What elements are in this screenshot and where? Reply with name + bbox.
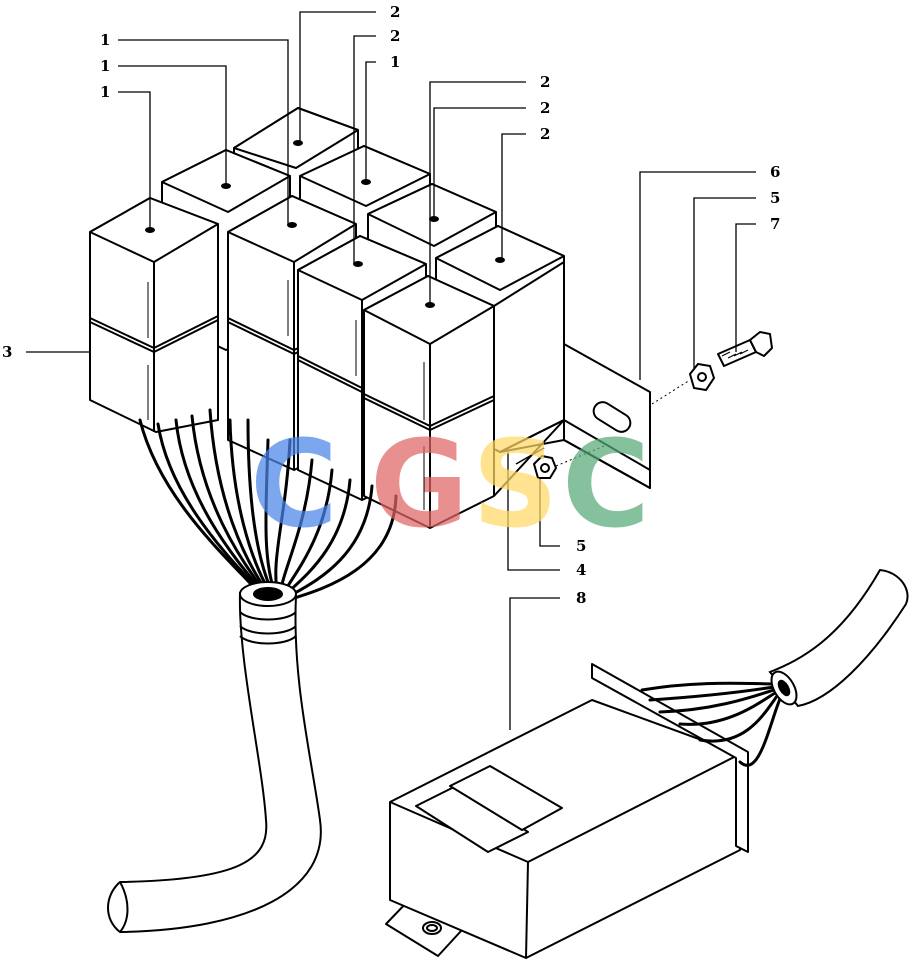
control-unit	[385, 663, 749, 959]
nut-upper	[688, 362, 716, 392]
callout-4: 4	[576, 561, 586, 579]
relay-block-assembly	[89, 107, 565, 529]
callout-1: 1	[100, 83, 110, 101]
control-unit-sleeve	[768, 568, 909, 708]
bolt	[717, 331, 773, 367]
watermark-letter: C	[250, 416, 338, 555]
harness-sleeve	[107, 581, 322, 934]
mounting-bracket	[499, 343, 651, 489]
callout-6: 6	[770, 163, 780, 181]
nut-lower	[532, 454, 558, 479]
callout-2: 2	[390, 27, 400, 45]
callout-2: 1	[390, 53, 400, 71]
callout-5: 5	[770, 189, 780, 207]
watermark-letter: G	[370, 416, 469, 555]
callout-2: 2	[540, 73, 550, 91]
leader-lines	[26, 11, 756, 730]
callout-1: 1	[100, 57, 110, 75]
control-unit-cable	[640, 681, 784, 767]
watermark-letter: S	[472, 416, 558, 555]
callout-7: 7	[770, 215, 780, 233]
callout-labels: 2 1 1 2 1 1 2 2 2 6 5 7 3 5 4 8	[2, 3, 780, 607]
callout-3: 3	[2, 343, 12, 361]
assembly-axis	[555, 379, 691, 467]
watermark-letter: C	[562, 416, 650, 555]
cgsc-watermark: C G S C	[250, 416, 650, 555]
callout-1: 1	[100, 31, 110, 49]
callout-2: 2	[540, 99, 550, 117]
callout-2: 2	[540, 125, 550, 143]
callout-2: 2	[390, 3, 400, 21]
relay-front	[363, 261, 565, 529]
callout-5: 5	[576, 537, 586, 555]
callout-8: 8	[576, 589, 586, 607]
relay-front-left	[89, 197, 219, 433]
